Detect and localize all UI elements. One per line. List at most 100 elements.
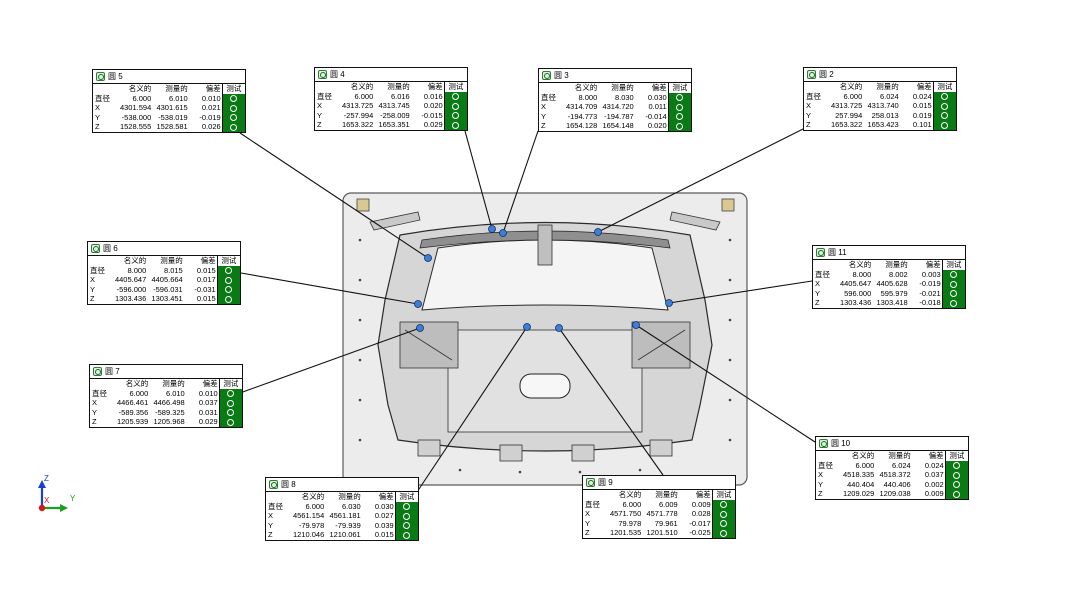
test-result-cell	[218, 388, 242, 398]
measured-value: 6.024	[891, 460, 911, 470]
nominal-value: 596.000	[844, 288, 872, 298]
col-test-header: 测试	[394, 492, 418, 502]
test-result-cell	[944, 489, 968, 499]
row-label: Z	[806, 120, 811, 129]
nominal-value: -596.000	[116, 284, 147, 294]
test-result-cell	[394, 530, 418, 540]
nominal-value: 4314.709	[565, 102, 598, 111]
leader-line-11	[668, 280, 813, 304]
col-measured-header: 测量的	[165, 84, 188, 93]
nominal-value: -194.773	[567, 111, 598, 121]
pass-circle-icon	[941, 93, 949, 101]
col-measured-header: 测量的	[162, 379, 185, 388]
deviation-value: 0.015	[196, 294, 216, 303]
measured-value: 4466.498	[153, 398, 185, 407]
col-measured-header: 测量的	[888, 451, 911, 460]
col-test-header: 测试	[218, 379, 242, 389]
feature-point-5[interactable]	[424, 254, 432, 262]
col-deviation-header: 偏差	[427, 82, 443, 91]
circle-feature-icon	[586, 478, 595, 487]
deviation-value: 0.020	[647, 121, 667, 130]
test-result-cell	[932, 120, 956, 130]
pass-circle-icon	[676, 122, 684, 130]
col-nominal-header: 名义的	[618, 490, 642, 499]
measured-value: 1653.351	[378, 120, 410, 129]
col-test-header: 测试	[216, 256, 240, 266]
measured-value: 6.010	[165, 388, 185, 398]
col-measured-header: 测量的	[885, 260, 908, 269]
nominal-value: 6.000	[354, 91, 374, 101]
col-deviation-header: 偏差	[916, 82, 932, 91]
feature-point-8[interactable]	[523, 323, 531, 331]
feature-point-3[interactable]	[499, 229, 507, 237]
row-label: Z	[92, 417, 97, 426]
measured-value: 4561.181	[329, 511, 361, 520]
pass-circle-icon	[950, 290, 958, 298]
pass-circle-icon	[720, 520, 728, 528]
feature-point-6[interactable]	[414, 300, 422, 308]
feature-point-7[interactable]	[416, 324, 424, 332]
row-label: Y	[818, 479, 824, 489]
test-result-cell	[944, 479, 968, 489]
feature-point-11[interactable]	[665, 299, 673, 307]
pass-circle-icon	[403, 503, 411, 511]
pass-circle-icon	[720, 501, 728, 509]
pass-circle-icon	[452, 93, 460, 101]
pass-circle-icon	[953, 490, 961, 498]
pass-circle-icon	[953, 471, 961, 479]
col-nominal-header: 名义的	[350, 82, 374, 91]
row-label: Z	[541, 121, 546, 130]
leader-line-7	[239, 327, 421, 394]
measured-value: -79.939	[335, 520, 361, 530]
measured-value: 4571.778	[646, 509, 678, 518]
deviation-value: 0.030	[647, 92, 667, 102]
col-nominal-header: 名义的	[123, 256, 147, 265]
pass-circle-icon	[230, 123, 238, 131]
deviation-value: 0.024	[912, 91, 932, 101]
pass-circle-icon	[941, 102, 949, 110]
col-test-header: 测试	[711, 490, 735, 500]
nominal-value: 1205.939	[116, 417, 149, 426]
feature-point-2[interactable]	[594, 228, 602, 236]
card-header: 圆 10	[816, 437, 968, 451]
pass-circle-icon	[950, 280, 958, 288]
z-axis-label: Z	[44, 474, 49, 483]
col-deviation-header: 偏差	[695, 490, 711, 499]
measured-value: 8.002	[888, 269, 908, 279]
feature-point-10[interactable]	[632, 321, 640, 329]
deviation-value: -0.031	[194, 284, 216, 294]
col-nominal-header: 名义的	[125, 379, 149, 388]
row-label: 直径	[815, 269, 830, 279]
measured-value: 79.961	[654, 518, 678, 528]
feature-point-4[interactable]	[488, 225, 496, 233]
row-label: 直径	[317, 91, 332, 101]
leader-lines	[239, 128, 816, 493]
feature-point-9[interactable]	[555, 324, 563, 332]
test-result-cell	[932, 110, 956, 120]
corner-cell	[88, 256, 111, 266]
nominal-value: -538.000	[121, 112, 152, 122]
nominal-value: -257.994	[343, 110, 374, 120]
deviation-value: 0.016	[423, 91, 443, 101]
pass-circle-icon	[227, 390, 235, 398]
card-header: 圆 11	[813, 246, 965, 260]
deviation-value: 0.039	[374, 520, 394, 530]
nominal-value: 1653.322	[341, 120, 374, 129]
